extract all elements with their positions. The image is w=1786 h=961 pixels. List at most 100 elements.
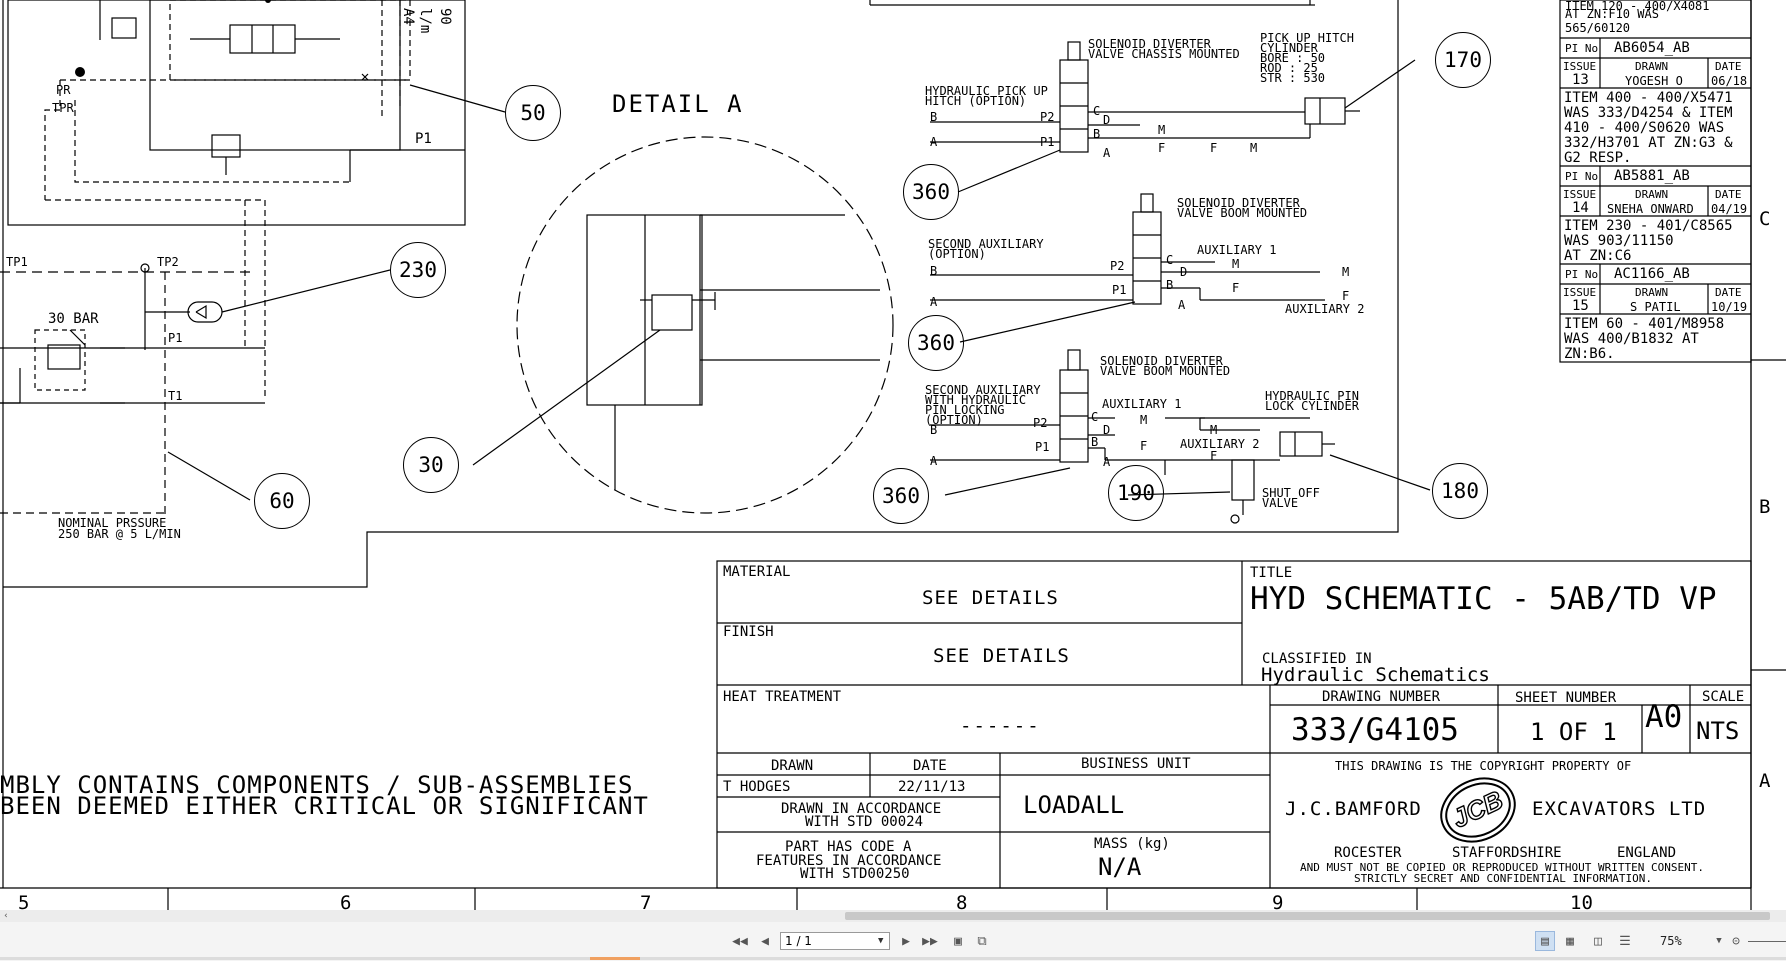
mass-value: N/A	[1098, 853, 1142, 881]
secret-line-1: AND MUST NOT BE COPIED OR REPRODUCED WIT…	[1300, 861, 1704, 874]
rev15-issue-value: 15	[1572, 298, 1589, 314]
sheet-size: A0	[1645, 699, 1683, 735]
circuit3-shutoff-label-2: VALVE	[1262, 496, 1299, 510]
fit-width-icon[interactable]: ☰	[1619, 933, 1631, 949]
rev14-date-value: 04/19	[1711, 202, 1748, 216]
accordance-line-1: DRAWN IN ACCORDANCE	[781, 801, 942, 817]
circuit2-port-p1: P1	[1112, 283, 1127, 297]
mass-label: MASS (kg)	[1094, 836, 1170, 852]
address-county: STAFFORDSHIRE	[1452, 845, 1562, 861]
callout-60: 60	[254, 473, 310, 529]
circuit3-left-label-4: (OPTION)	[925, 413, 983, 427]
nominal-pressure-line-1: NOMINAL PRSSURE	[58, 516, 167, 530]
rev14-desc-2: WAS 903/11150	[1564, 233, 1674, 249]
first-page-icon[interactable]: ◀◀	[732, 933, 748, 949]
scale-value: NTS	[1696, 717, 1740, 745]
title-label: TITLE	[1250, 565, 1293, 581]
rev13-issue-label: ISSUE	[1563, 60, 1597, 73]
circuit3-left-label-2: WITH HYDRAULIC	[925, 393, 1027, 407]
drawing-number-label: DRAWING NUMBER	[1322, 689, 1441, 705]
company-right: EXCAVATORS LTD	[1532, 798, 1707, 820]
previous-page-icon[interactable]: ◀	[761, 933, 769, 949]
part-code-line-1: PART HAS CODE A	[785, 839, 912, 855]
next-page-icon[interactable]: ▶	[902, 933, 910, 949]
circuit2-aux2: AUXILIARY 2	[1285, 302, 1365, 316]
callout-180: 180	[1432, 463, 1488, 519]
date-label: DATE	[913, 758, 947, 774]
rev14-drawn-value: SNEHA ONWARD	[1607, 202, 1694, 216]
rev13-issue-value: 13	[1572, 72, 1589, 88]
circuit1-port-m2: M	[1250, 141, 1258, 155]
flow-value: 90	[437, 8, 453, 25]
port-tpr: TPR	[52, 101, 74, 115]
revision-top-line-3: 565/60120	[1565, 21, 1631, 35]
revision-top-line-1: ITEM 120 - 400/X4081	[1565, 0, 1710, 13]
circuit3-cylinder-label-1: HYDRAULIC PIN	[1265, 389, 1359, 403]
copy-page-icon[interactable]: ⧉	[977, 933, 987, 949]
circuit2-port-p2: P2	[1110, 259, 1125, 273]
circuit3-port-a2: A	[1103, 455, 1111, 469]
rev14-pi-label: PI No	[1565, 170, 1599, 183]
circuit3-aux2: AUXILIARY 2	[1180, 437, 1260, 451]
circuit3-left-label-1: SECOND AUXILIARY	[925, 383, 1041, 397]
extract-page-icon[interactable]: ▣	[954, 933, 962, 949]
continuous-view-icon[interactable]: ▦	[1566, 933, 1574, 949]
page-number-input[interactable]	[780, 932, 890, 950]
zone-letter-c: C	[1759, 208, 1771, 230]
rev13-desc-5: G2 RESP.	[1564, 150, 1632, 166]
circuit1-valve-label-2: VALVE CHASSIS MOUNTED	[1088, 47, 1240, 61]
rev15-desc-2: WAS 400/B1832 AT	[1564, 331, 1699, 347]
callout-360-a: 360	[903, 164, 959, 220]
zoom-slider[interactable]	[1748, 941, 1786, 942]
rev15-drawn-label: DRAWN	[1635, 286, 1669, 299]
heat-treatment-value: ------	[960, 715, 1041, 737]
note-line-1: MBLY CONTAINS COMPONENTS / SUB-ASSEMBLIE…	[0, 771, 634, 799]
circuit3-port-m: M	[1140, 413, 1148, 427]
zone-letter-a: A	[1759, 770, 1771, 792]
circuit2-port-m: M	[1232, 257, 1240, 271]
horizontal-scrollbar-thumb[interactable]	[845, 912, 1770, 920]
circuit3-valve-label-2: VALVE BOOM MOUNTED	[1100, 364, 1231, 378]
circuit1-cylinder-label-1: PICK UP HITCH	[1260, 31, 1354, 45]
circuit2-port-c: C	[1166, 253, 1174, 267]
scroll-left-icon[interactable]: ‹	[3, 911, 9, 921]
circuit3-port-m2: M	[1210, 423, 1218, 437]
rev13-pi-label: PI No	[1565, 42, 1599, 55]
single-page-view-icon[interactable]: ▤	[1535, 931, 1555, 951]
callout-190: 190	[1108, 465, 1164, 521]
circuit2-valve-label-1: SOLENOID DIVERTER	[1177, 196, 1300, 210]
last-page-icon[interactable]: ▶▶	[922, 933, 938, 949]
rev15-desc-3: ZN:B6.	[1564, 346, 1615, 362]
circuit1-port-m: M	[1158, 123, 1166, 137]
zoom-dropdown-icon[interactable]: ▼	[1716, 936, 1722, 946]
nominal-pressure-line-2: 250 BAR @ 5 L/MIN	[58, 527, 181, 541]
circuit3-valve-label-1: SOLENOID DIVERTER	[1100, 354, 1223, 368]
rev15-pi-label: PI No	[1565, 268, 1599, 281]
circuit2-left-label-2: (OPTION)	[928, 247, 986, 261]
rev15-date-label: DATE	[1715, 286, 1742, 299]
rev13-desc-2: WAS 333/D4254 & ITEM	[1564, 105, 1733, 121]
circuit1-port-f2: F	[1210, 141, 1218, 155]
zoom-level[interactable]: 75%	[1660, 934, 1682, 948]
copyright-line: THIS DRAWING IS THE COPYRIGHT PROPERTY O…	[1335, 759, 1632, 773]
circuit3-port-b2: B	[1091, 435, 1099, 449]
circuit2-port-b: B	[930, 264, 938, 278]
circuit2-port-m2: M	[1342, 265, 1350, 279]
sheet-number: 1 OF 1	[1530, 718, 1617, 746]
zone-number-6: 6	[340, 892, 352, 914]
taskbar-active-item[interactable]	[590, 957, 640, 960]
rev13-pi-value: AB6054_AB	[1614, 40, 1690, 56]
callout-30: 30	[403, 437, 459, 493]
page-dropdown-icon[interactable]: ▼	[878, 936, 884, 946]
facing-view-icon[interactable]: ◫	[1594, 933, 1602, 949]
zoom-out-icon[interactable]: ⊝	[1732, 933, 1740, 949]
schematic-drawing: JCB	[0, 0, 1786, 910]
port-t1: T1	[168, 389, 183, 403]
part-code-line-3: WITH STD00250	[800, 866, 910, 882]
circuit2-aux1: AUXILIARY 1	[1197, 243, 1277, 257]
circuit3-port-p1: P1	[1035, 440, 1050, 454]
rev14-issue-label: ISSUE	[1563, 188, 1597, 201]
circuit1-left-label-2: HITCH (OPTION)	[925, 94, 1027, 108]
note-line-2: BEEN DEEMED EITHER CRITICAL OR SIGNIFICA…	[0, 792, 649, 820]
circuit2-valve-label-2: VALVE BOOM MOUNTED	[1177, 206, 1308, 220]
